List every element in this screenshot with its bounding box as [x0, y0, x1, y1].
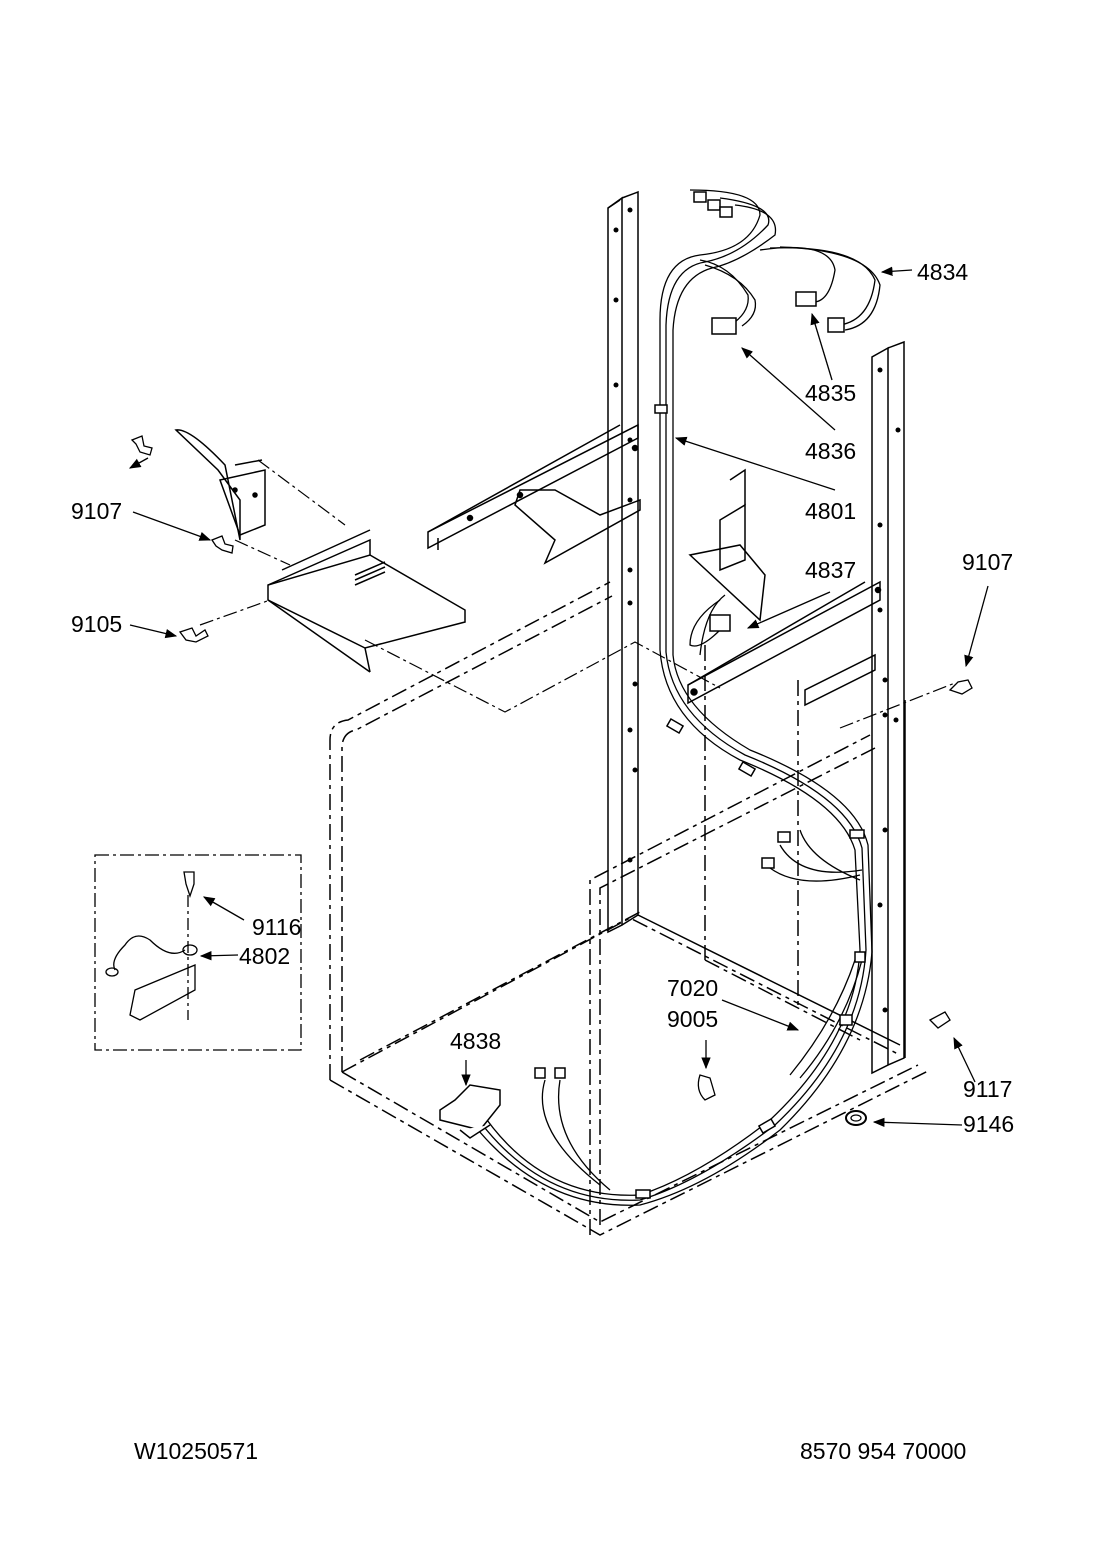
screw-9107-mid-icon [211, 535, 234, 554]
harness-ties [635, 404, 866, 1199]
label-9146: 9146 [963, 1111, 1014, 1137]
callout-arrows [128, 266, 989, 1128]
label-4838: 4838 [450, 1028, 501, 1054]
label-9117: 9117 [963, 1076, 1012, 1102]
right-cross-brace [687, 580, 882, 707]
label-9105: 9105 [71, 611, 122, 637]
screw-9107-top-icon [130, 435, 153, 456]
screw-9107-right-icon [948, 679, 973, 695]
post-holes [613, 207, 901, 1013]
control-mounting-bracket [174, 429, 266, 541]
label-7020: 7020 [667, 975, 718, 1001]
label-9107-right: 9107 [962, 549, 1013, 575]
screw-9105-icon [178, 627, 209, 643]
ground-strap-inset [94, 854, 302, 1051]
harness-connectors [439, 191, 853, 1139]
cabinet-outline [329, 581, 931, 1236]
label-4837: 4837 [805, 557, 856, 583]
drawing-number: W10250571 [134, 1438, 259, 1464]
label-4802: 4802 [239, 943, 290, 969]
screw-9116-icon [183, 871, 195, 899]
label-4835: 4835 [805, 380, 856, 406]
label-4836: 4836 [805, 438, 856, 464]
model-number: 8570 954 70000 [800, 1438, 967, 1464]
fasteners [130, 435, 973, 1126]
shelf-bracket [267, 529, 466, 673]
right-upright-post [871, 340, 906, 1075]
label-9116: 9116 [252, 914, 301, 940]
center-bracket [688, 468, 766, 622]
label-4834: 4834 [917, 259, 968, 285]
part-labels: 4834 4835 4836 4801 4837 9107 9105 9107 … [71, 259, 1014, 1137]
leader-lines [199, 459, 956, 729]
label-9107-left: 9107 [71, 498, 122, 524]
left-upright-post [607, 190, 901, 1046]
upper-cross-brace [427, 423, 641, 565]
label-4801: 4801 [805, 498, 856, 524]
screw-9117-icon [928, 1011, 951, 1029]
label-9005: 9005 [667, 1006, 718, 1032]
clip-9005-icon [697, 1074, 716, 1101]
